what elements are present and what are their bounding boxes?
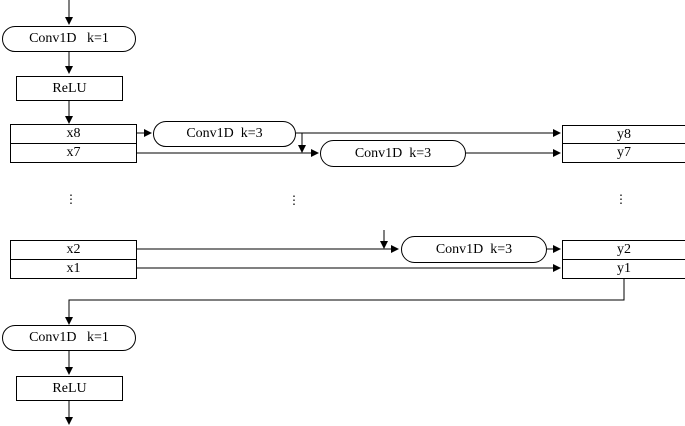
output-y8: y8: [562, 125, 685, 144]
conv1d-k3-c: Conv1D k=3: [401, 236, 547, 263]
output-y2: y2: [562, 240, 685, 260]
conv1d-k3-b: Conv1D k=3: [320, 140, 466, 167]
bottom-relu: ReLU: [16, 376, 123, 401]
input-x2: x2: [10, 240, 137, 260]
ellipsis-inputs: ⋮: [65, 192, 77, 206]
output-y7: y7: [562, 143, 685, 163]
ellipsis-convs: ⋮: [288, 193, 300, 207]
arrow-merge: [65, 278, 625, 325]
top-relu: ReLU: [16, 76, 123, 101]
bottom-conv1d-k1: Conv1D k=1: [2, 325, 136, 351]
input-x7: x7: [10, 143, 137, 163]
input-x8: x8: [10, 124, 137, 144]
input-x1: x1: [10, 259, 137, 279]
output-y1: y1: [562, 259, 685, 279]
ellipsis-outputs: ⋮: [615, 192, 627, 206]
top-conv1d-k1: Conv1D k=1: [2, 26, 136, 52]
conv1d-k3-a: Conv1D k=3: [153, 121, 296, 147]
